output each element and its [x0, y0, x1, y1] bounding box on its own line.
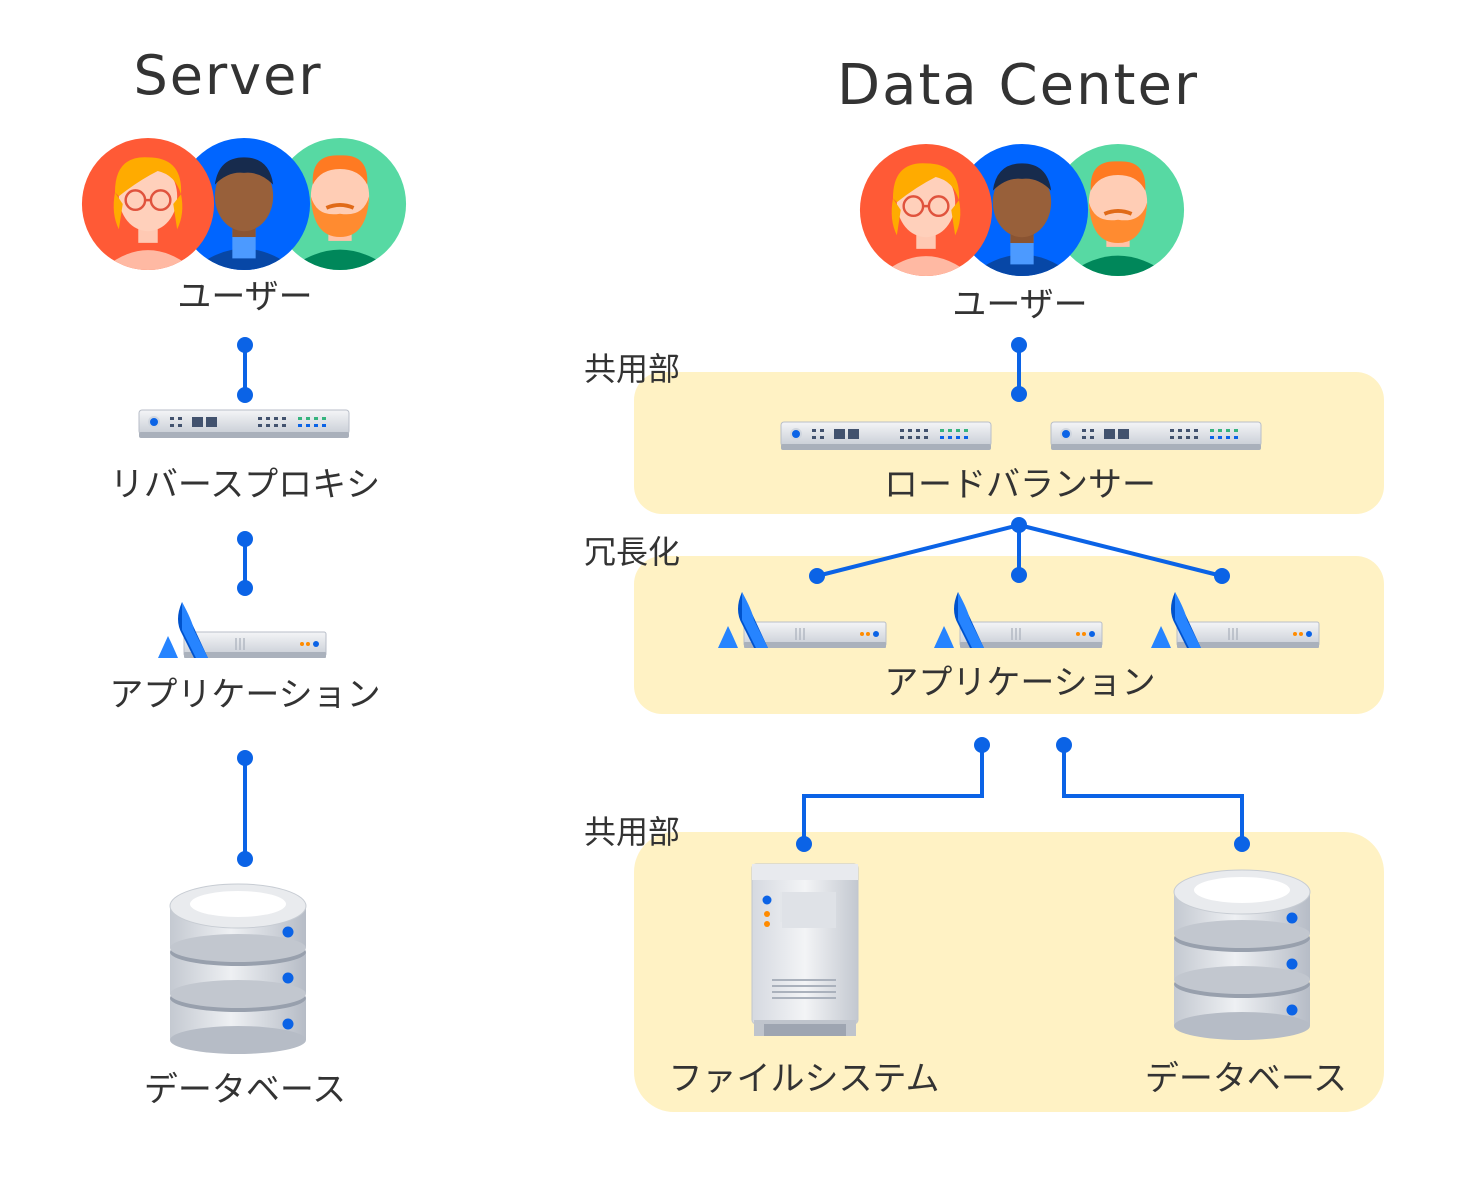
- dc-users-label: ユーザー: [952, 285, 1087, 325]
- dc-database-label: データベース: [1145, 1059, 1347, 1099]
- redundant-label: 冗長化: [584, 533, 680, 571]
- server-application-icon: [158, 601, 327, 659]
- data-center-title: Data Center: [837, 53, 1199, 118]
- server-database-label: データベース: [144, 1070, 346, 1110]
- user-avatar-red: [82, 138, 214, 272]
- server-title: Server: [133, 44, 322, 107]
- server-reverse-proxy-label: リバースプロキシ: [110, 465, 380, 505]
- server-users-label: ユーザー: [177, 277, 312, 317]
- data-center-users-avatars: [860, 144, 1184, 278]
- server-connectors: [237, 337, 253, 867]
- load-balancer-label: ロードバランサー: [884, 465, 1156, 505]
- dc-connectors: [802, 345, 1244, 844]
- reverse-proxy-server-icon: [138, 409, 350, 439]
- load-balancer-icon-1: [780, 421, 992, 451]
- load-balancer-icon-2: [1050, 421, 1262, 451]
- server-users-avatars: [82, 138, 406, 272]
- file-system-label: ファイルシステム: [669, 1059, 940, 1099]
- dc-application-label: アプリケーション: [884, 663, 1155, 703]
- shared-bottom-label: 共用部: [584, 813, 680, 851]
- shared-top-label: 共用部: [584, 350, 680, 388]
- file-system-server-icon: [751, 863, 859, 1037]
- server-application-label: アプリケーション: [109, 675, 380, 715]
- server-database-icon: [169, 883, 307, 1054]
- dc-user-avatar-red: [860, 144, 992, 278]
- dc-connector-dots: [796, 337, 1250, 852]
- shared-group-top: [634, 372, 1384, 514]
- dc-database-icon: [1173, 869, 1311, 1040]
